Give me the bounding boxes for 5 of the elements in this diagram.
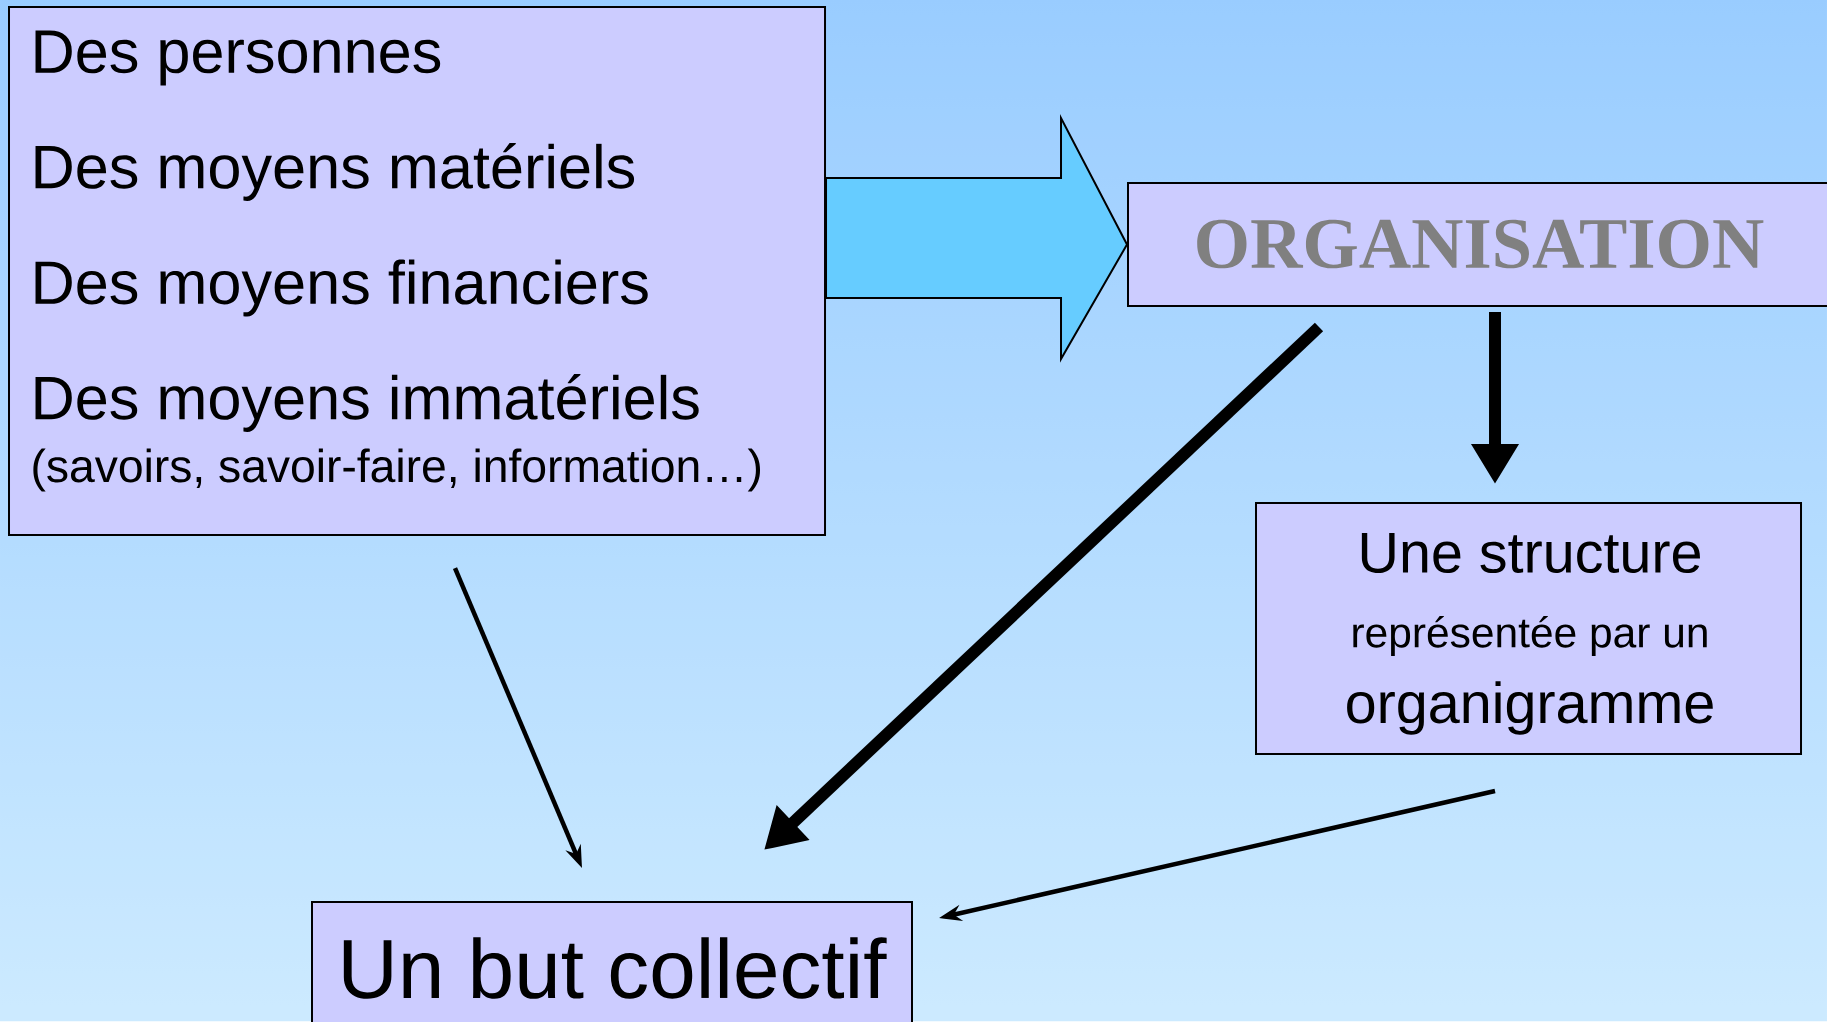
block-arrow (825, 113, 1129, 363)
text-box: Une structure représentée par un organigramme (1255, 502, 1802, 755)
title-box: ORGANISATION (1127, 182, 1827, 307)
text-box: Des personnes Des moyens matériels Des moyens financiers Des moyens immatériels (savoirs, savoir-faire, information…) (8, 6, 826, 536)
text-box: Un but collectif (311, 901, 913, 1022)
